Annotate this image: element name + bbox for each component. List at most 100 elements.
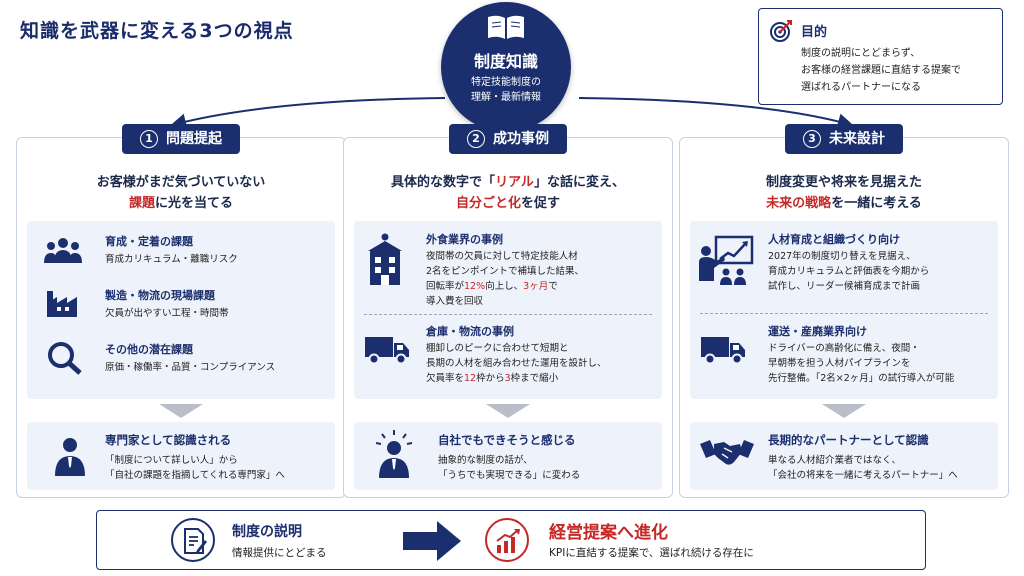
- handshake-icon: [700, 440, 754, 465]
- step-number: 2: [467, 130, 485, 148]
- target-icon: [770, 20, 792, 42]
- item-body-line: 2名をピンポイントで補填した結果、: [426, 266, 585, 277]
- item-body: 原価・稼働率・品質・コンプライアンス: [105, 362, 276, 373]
- item-body: ドライバーの高齢化に備え、夜間・ 早朝帯を担う人材パイプラインを 先行整備。「2…: [768, 341, 954, 386]
- text-part: 欠員率を: [426, 373, 465, 384]
- column-problem: 1 問題提起 お客様がまだ気づいていない 課題に光を当てる 育成・定着の課題 育成…: [16, 124, 346, 498]
- people-icon: [44, 238, 82, 263]
- step-number: 1: [140, 130, 158, 148]
- hub-subtitle-line1: 特定技能制度の: [471, 77, 541, 88]
- text-part: で: [548, 281, 558, 292]
- restaurant-icon: [368, 233, 402, 285]
- item-title: 倉庫・物流の事例: [426, 325, 514, 338]
- result-line: 「うちでも実現できる」に変わる: [438, 470, 581, 481]
- divider: [700, 313, 988, 314]
- result-title: 専門家として認識される: [105, 433, 232, 447]
- item-body-line: 試作し、リーダー候補育成まで計画: [768, 281, 921, 292]
- result-line: 「自社の課題を指摘してくれる専門家」へ: [105, 470, 285, 481]
- lead-line: 制度変更や将来を見据えた: [765, 175, 922, 190]
- book-icon: [488, 15, 524, 39]
- hub-subtitle-line2: 理解・最新情報: [471, 92, 541, 103]
- heading-label: 成功事例: [493, 131, 549, 147]
- lead-line: お客様がまだ気づいていない: [96, 175, 266, 190]
- down-arrow-icon: [159, 404, 203, 418]
- growth-icon-circle: [485, 518, 529, 562]
- idea-person-icon: [375, 430, 413, 478]
- page-title: 知識を武器に変える3つの視点: [20, 20, 294, 42]
- purpose-title: 目的: [801, 25, 828, 40]
- presentation-icon: [699, 235, 754, 285]
- right-arrow-icon: [403, 521, 461, 561]
- growth-chart-icon: [496, 529, 520, 553]
- magnifier-icon: [48, 342, 82, 375]
- document-icon-circle: [171, 518, 215, 562]
- lead-line: 具体的な数字で「リアル」な話に変え、: [344, 172, 672, 193]
- highlight-number: 12: [464, 373, 477, 384]
- purpose-text: 制度の説明にとどまらず、 お客様の経営課題に直結する提案で 選ばれるパートナーに…: [801, 45, 961, 96]
- truck-icon: [365, 337, 409, 365]
- item-body-line: 2027年の制度切り替えを見据え、: [768, 251, 916, 262]
- purpose-line: お客様の経営課題に直結する提案で: [801, 65, 961, 76]
- highlight-number: 3ヶ月: [523, 281, 549, 292]
- column-success: 2 成功事例 具体的な数字で「リアル」な話に変え、 自分ごと化を促す 外食業界の事…: [343, 124, 673, 498]
- heading-label: 問題提起: [166, 131, 222, 147]
- lead-highlight: リアル: [495, 175, 534, 190]
- item-body-line: 導入費を回収: [426, 296, 484, 307]
- result-line: 抽象的な制度の話が、: [438, 455, 533, 466]
- summary-bar: 制度の説明 情報提供にとどまる 経営提案へ進化 KPIに直結する提案で、選ばれ続…: [96, 510, 926, 570]
- result-panel: 長期的なパートナーとして認識 単なる人材紹介業者ではなく、 「会社の将来を一緒に…: [690, 422, 998, 490]
- column-heading: 3 未来設計: [785, 124, 903, 154]
- item-title: 運送・産廃業界向け: [768, 325, 867, 338]
- step-number: 3: [803, 130, 821, 148]
- hub-title: 制度知識: [473, 52, 538, 71]
- lead-rest: を促す: [521, 196, 561, 211]
- item-title: 人材育成と組織づくり向け: [768, 233, 900, 246]
- item-body-line: 回転率が12%向上し、3ヶ月で: [426, 279, 584, 294]
- lead-highlight: 未来の戦略: [766, 196, 832, 211]
- item-body-line: 夜間帯の欠員に対して特定技能人材: [426, 251, 578, 262]
- footer-right-body: KPIに直結する提案で、選ばれ続ける存在に: [549, 547, 754, 559]
- result-body: 「制度について詳しい人」から 「自社の課題を指摘してくれる専門家」へ: [105, 453, 285, 483]
- item-body: 欠員が出やすい工程・時間帯: [105, 308, 229, 319]
- highlight-number: 12%: [464, 281, 486, 292]
- item-body-line: 欠員率を12枠から3枠まで縮小: [426, 371, 607, 386]
- item-body: 棚卸しのピークに合わせて短期と 長期の人材を組み合わせた運用を設計し、 欠員率を…: [426, 341, 607, 386]
- lead-highlight: 自分ごと化: [455, 196, 521, 211]
- lead-highlight: 課題: [128, 196, 155, 211]
- lead-line: 課題に光を当てる: [17, 193, 345, 214]
- purpose-box: 目的 制度の説明にとどまらず、 お客様の経営課題に直結する提案で 選ばれるパート…: [758, 8, 1003, 105]
- column-heading: 2 成功事例: [449, 124, 567, 154]
- hub-circle: 制度知識 特定技能制度の 理解・最新情報: [441, 2, 571, 132]
- examples-panel: 育成・定着の課題 育成カリキュラム・離職リスク 製造・物流の現場課題 欠員が出や…: [27, 221, 335, 399]
- item-body: 2027年の制度切り替えを見据え、 育成カリキュラムと評価表を今期から 試作し、…: [768, 249, 929, 294]
- item-body-line: 育成カリキュラムと評価表を今期から: [768, 266, 930, 277]
- footer-left-body: 情報提供にとどまる: [232, 547, 327, 559]
- lead-part: 」な話に変え、: [533, 175, 625, 190]
- lead-line: 自分ごと化を促す: [344, 193, 672, 214]
- heading-label: 未来設計: [829, 131, 885, 147]
- column-lead: 具体的な数字で「リアル」な話に変え、 自分ごと化を促す: [344, 172, 672, 214]
- item-body-line: 長期の人材を組み合わせた運用を設計し、: [426, 358, 607, 369]
- item-title: 外食業界の事例: [426, 233, 503, 246]
- examples-panel: 外食業界の事例 夜間帯の欠員に対して特定技能人材 2名をピンポイントで補填した結…: [354, 221, 662, 399]
- item-title: 製造・物流の現場課題: [105, 289, 215, 302]
- column-lead: お客様がまだ気づいていない 課題に光を当てる: [17, 172, 345, 214]
- column-heading: 1 問題提起: [122, 124, 240, 154]
- examples-panel: 人材育成と組織づくり向け 2027年の制度切り替えを見据え、 育成カリキュラムと…: [690, 221, 998, 399]
- highlight-number: 3: [504, 373, 511, 384]
- item-body-line: 棚卸しのピークに合わせて短期と: [426, 343, 569, 354]
- businessman-icon: [55, 438, 85, 476]
- lead-part: 具体的な数字で「: [391, 175, 496, 190]
- down-arrow-icon: [822, 404, 866, 418]
- text-part: 枠まで縮小: [510, 373, 559, 384]
- divider: [364, 314, 652, 315]
- footer-left-title: 制度の説明: [232, 524, 302, 540]
- down-arrow-icon: [486, 404, 530, 418]
- purpose-line: 選ばれるパートナーになる: [801, 82, 921, 93]
- item-body-line: 先行整備。「2名×2ヶ月」の試行導入が可能: [768, 373, 955, 384]
- item-title: その他の潜在課題: [105, 343, 193, 356]
- result-title: 長期的なパートナーとして認識: [768, 433, 929, 447]
- text-part: 枠から: [476, 373, 505, 384]
- item-body-line: 早朝帯を担う人材パイプラインを: [768, 358, 911, 369]
